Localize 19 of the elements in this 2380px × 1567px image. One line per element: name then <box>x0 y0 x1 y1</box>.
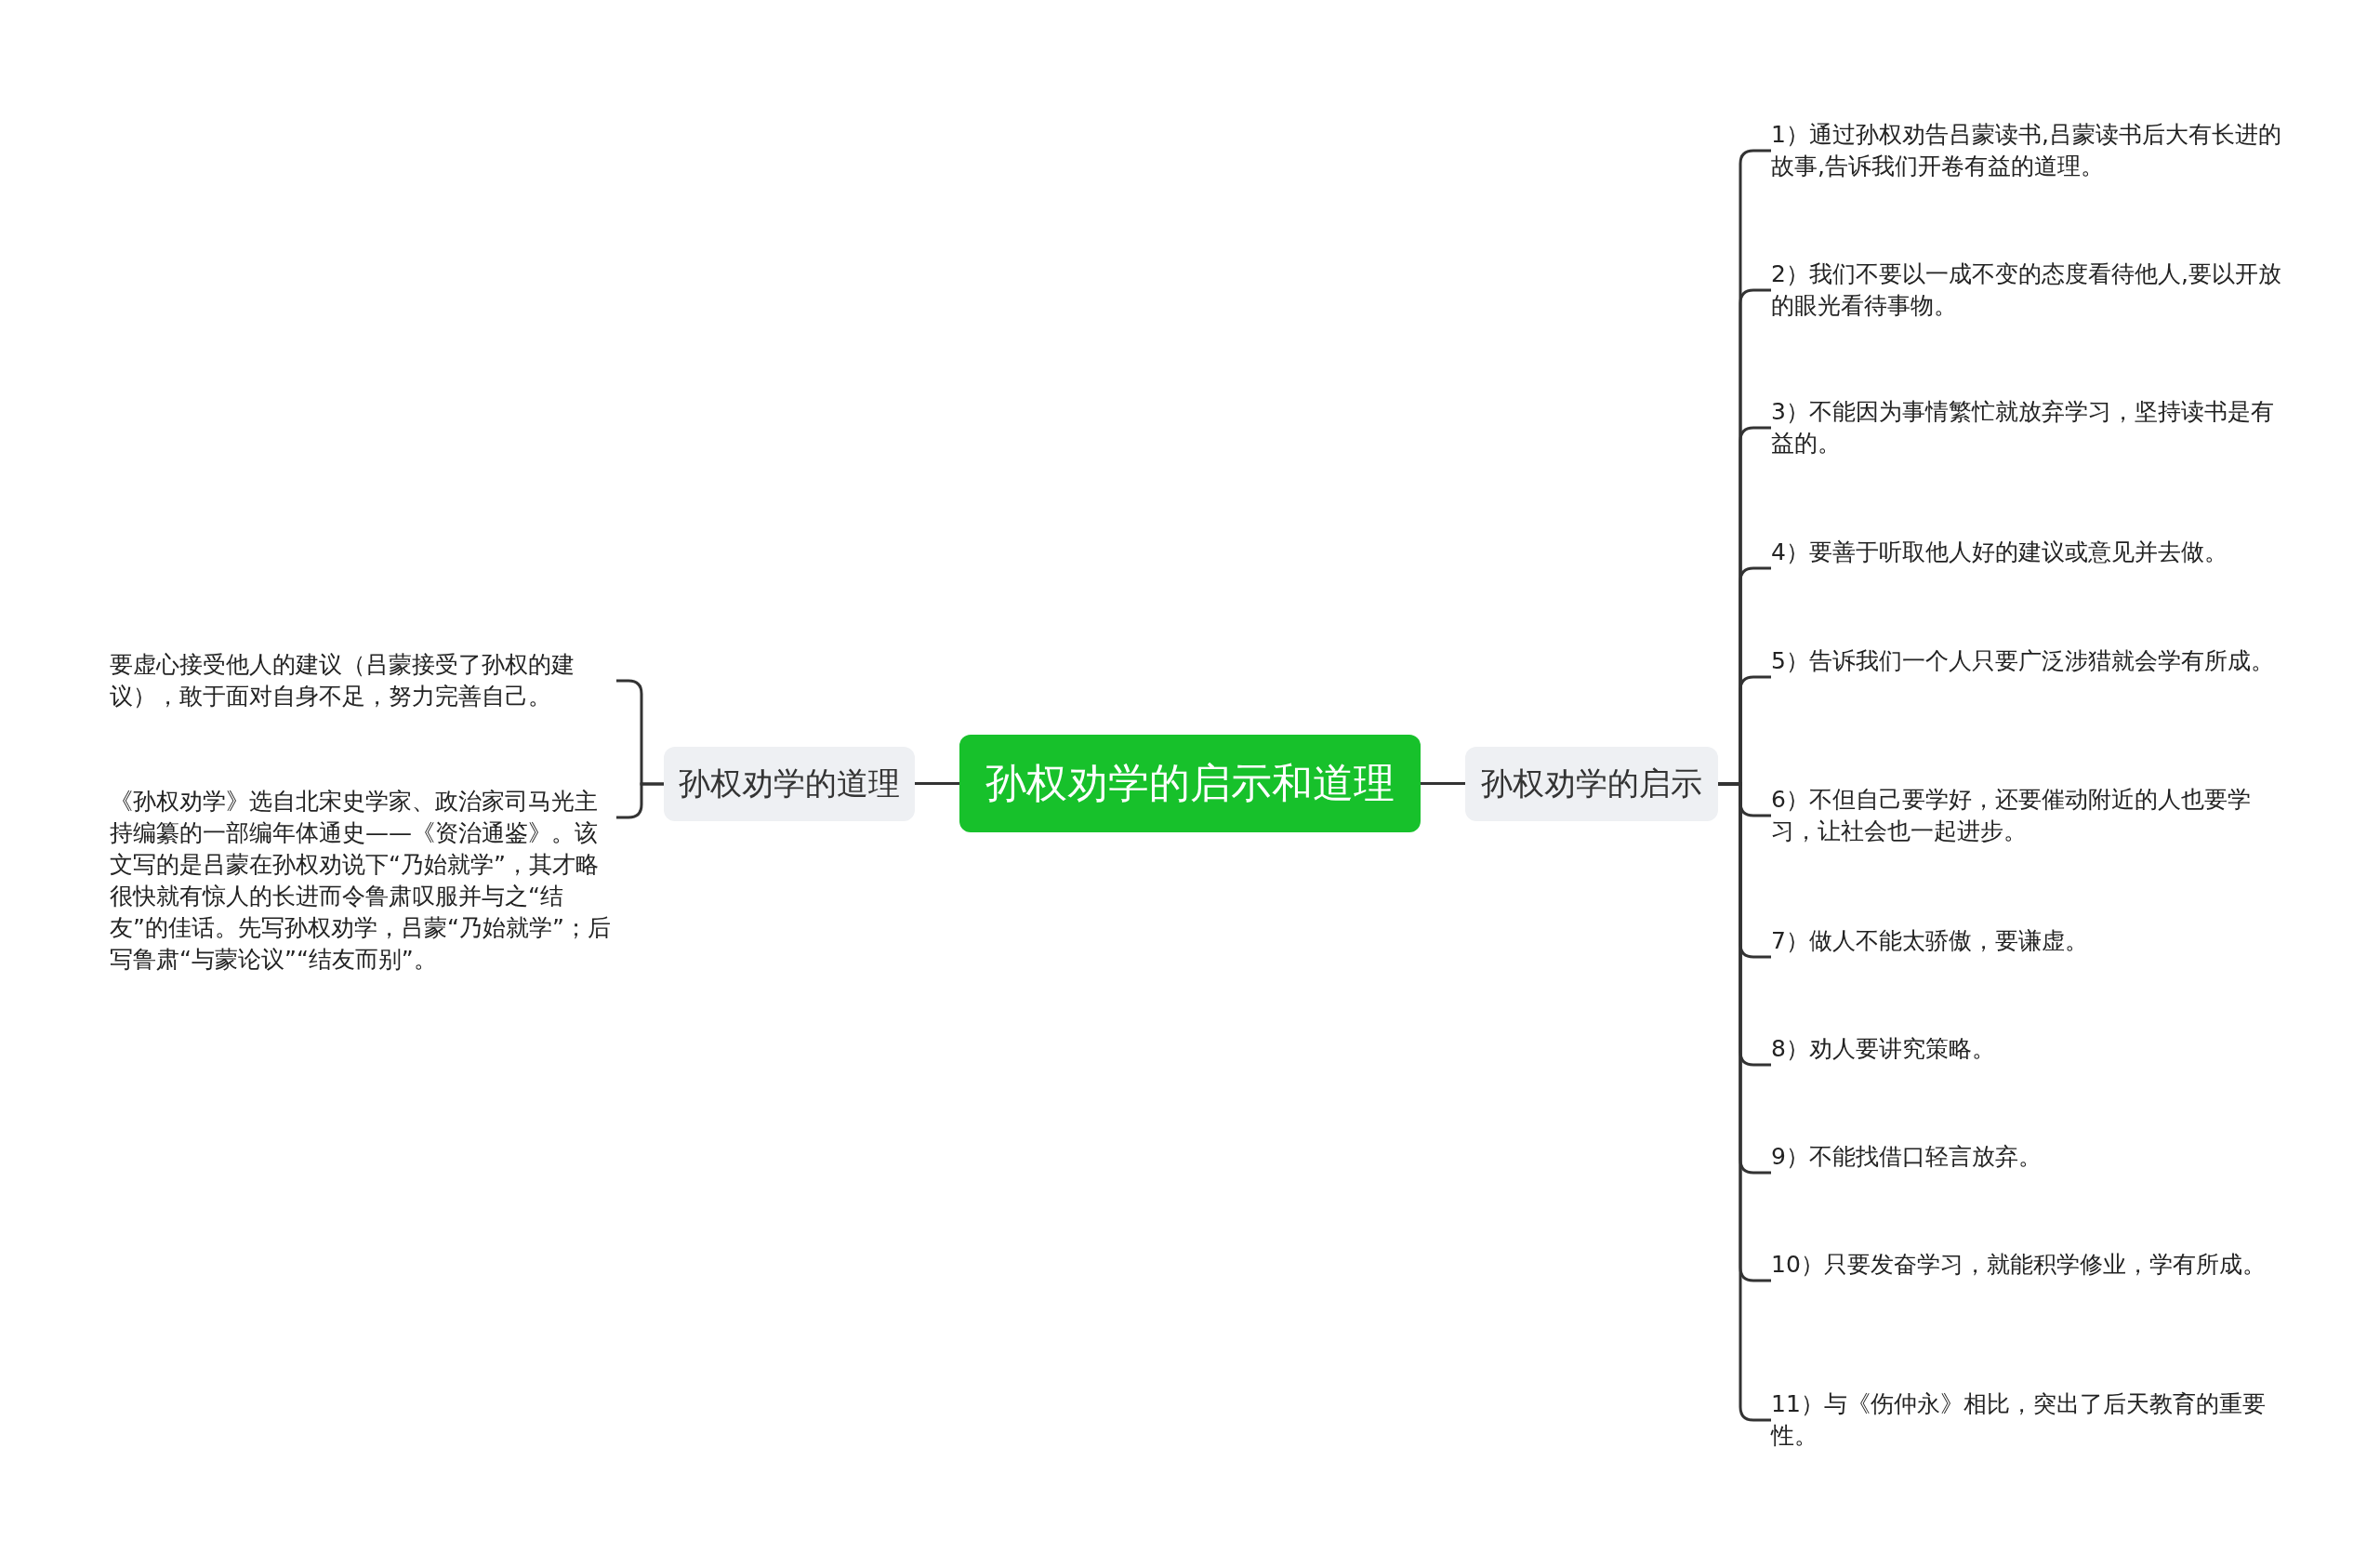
topic-text: 5）告诉我们一个人只要广泛涉猎就会学有所成。 <box>1771 645 2292 677</box>
central-topic: 孙权劝学的启示和道理 <box>959 735 1421 832</box>
topic-text: 6）不但自己要学好，还要催动附近的人也要学习，让社会也一起进步。 <box>1771 784 2292 847</box>
branch-topic: 孙权劝学的道理 <box>664 747 915 821</box>
topic-text: 1）通过孙权劝告吕蒙读书,吕蒙读书后大有长进的故事,告诉我们开卷有益的道理。 <box>1771 119 2292 182</box>
topic-text: 11）与《伤仲永》相比，突出了后天教育的重要性。 <box>1771 1388 2292 1452</box>
topic-text: 3）不能因为事情繁忙就放弃学习，坚持读书是有益的。 <box>1771 396 2292 459</box>
connector-line <box>616 782 664 819</box>
topic-text: 7）做人不能太骄傲，要谦虚。 <box>1771 925 2292 957</box>
topic-text: 4）要善于听取他人好的建议或意见并去做。 <box>1771 537 2292 568</box>
connector-line <box>1421 782 1465 785</box>
topic-text: 2）我们不要以一成不变的态度看待他人,要以开放的眼光看待事物。 <box>1771 259 2292 322</box>
branch-topic: 孙权劝学的启示 <box>1465 747 1718 821</box>
topic-text: 要虚心接受他人的建议（吕蒙接受了孙权的建议），敢于面对自身不足，努力完善自己。 <box>110 649 616 712</box>
topic-text: 10）只要发奋学习，就能积学修业，学有所成。 <box>1771 1249 2292 1281</box>
topic-text: 8）劝人要讲究策略。 <box>1771 1033 2292 1065</box>
topic-text: 《孙权劝学》选自北宋史学家、政治家司马光主持编纂的一部编年体通史——《资治通鉴》。该文写的是吕蒙在孙权劝说下“乃始就学”，其才略很快就有惊人的长进而令鲁肃叹服并与之“结友”的佳话。先写孙权劝学，吕蒙“乃始就学”；后写鲁肃“与蒙论议”“结友而别”。 <box>110 786 616 976</box>
connector-line <box>915 782 959 785</box>
topic-text: 9）不能找借口轻言放弃。 <box>1771 1141 2292 1173</box>
